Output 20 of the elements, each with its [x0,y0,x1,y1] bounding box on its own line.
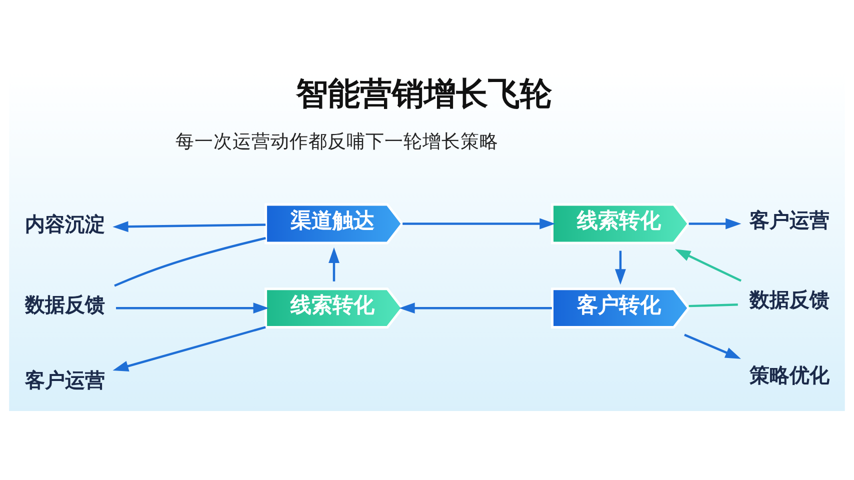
arrow [674,248,742,282]
node-text: 客户运营 [25,368,106,392]
connector [114,236,266,286]
label: 每一次运营动作都反哺下一轮增长策略 [175,131,498,152]
node-text: 内容沉淀 [25,212,106,236]
arrow [112,326,266,371]
diagram-title: 智能营销增长飞轮 [296,74,552,112]
arrow [684,333,741,358]
arrow [328,246,340,281]
arrow [688,218,742,229]
node-text: 策略优化 [749,364,830,387]
arrow [614,250,626,284]
arrow [399,302,552,314]
arrow [112,220,266,232]
node-text: 客户运营 [749,208,830,232]
node-text: 数据反馈 [25,293,106,316]
arrow [116,302,269,314]
node-text: 数据反馈 [749,288,830,312]
connector [688,303,738,307]
arrow [402,218,556,229]
